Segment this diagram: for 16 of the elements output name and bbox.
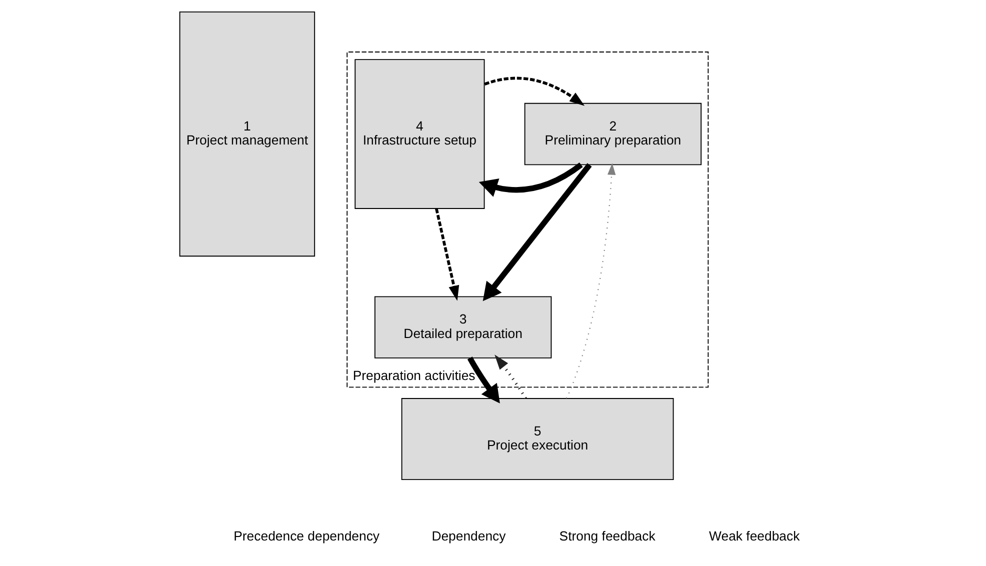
arrow	[482, 163, 592, 302]
arrow	[478, 162, 583, 197]
arrow	[566, 163, 616, 399]
arrow	[435, 208, 460, 301]
legend-label: Precedence dependency	[234, 528, 380, 544]
legend-label: Strong feedback	[559, 528, 656, 544]
arrow	[484, 76, 585, 106]
node-box: 5 Project execution	[401, 398, 674, 480]
node-box: 2 Preliminary preparation	[524, 102, 702, 166]
arrow	[494, 354, 527, 400]
legend-label: Weak feedback	[709, 528, 800, 544]
node-box: 4 Infrastructure setup	[354, 59, 485, 209]
node-box: 1 Project management	[179, 11, 316, 257]
arrow	[467, 356, 500, 404]
node-box: 3 Detailed preparation	[374, 296, 552, 358]
legend-label: Dependency	[432, 528, 506, 544]
